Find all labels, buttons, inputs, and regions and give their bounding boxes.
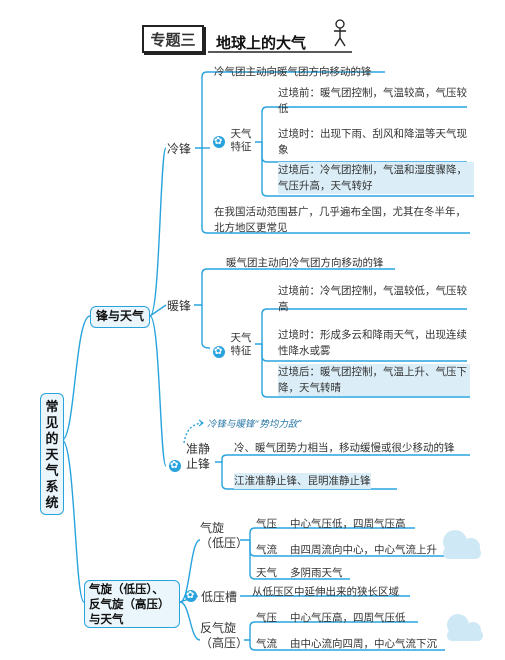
trough-label: 低压槽 bbox=[201, 590, 238, 604]
cold-front-feature-label: 天气 特征 bbox=[230, 128, 252, 153]
low-row-key: 天气 bbox=[256, 567, 277, 579]
stationary-front-definition: 冷、暖气团势力相当，移动缓慢或很少移动的锋 bbox=[234, 442, 455, 454]
star-icon: ✿ bbox=[214, 136, 223, 147]
stationary-front-label: 准静 止锋 bbox=[186, 442, 211, 471]
warm-front-before: 过境前：冷气团控制，气温较低，气压较高 bbox=[278, 285, 467, 313]
star-icon: ✿ bbox=[214, 346, 223, 357]
warm-front-after: 过境后：暖气团控制，气温上升、气压下降，天气转晴 bbox=[278, 364, 470, 396]
cold-front-before: 过境前：暖气团控制，气温较高，气压较低 bbox=[278, 87, 467, 115]
low-row-value: 由四周流向中心，中心气流上升 bbox=[290, 544, 437, 556]
warm-front-during: 过境时：形成多云和降雨天气，出现连续性降水或雾 bbox=[278, 329, 467, 357]
cold-front-definition: 冷气团主动向暖气团方向移动的锋 bbox=[214, 66, 372, 78]
trough-definition: 从低压区中延伸出来的狭长区域 bbox=[252, 586, 399, 598]
cold-front-during: 过境时：出现下雨、刮风和降温等天气现象 bbox=[278, 128, 467, 156]
stationary-front-example: 江淮准静止锋、昆明准静止锋 bbox=[234, 473, 371, 489]
star-icon: ✿ bbox=[170, 460, 179, 471]
low-row-key: 气流 bbox=[256, 544, 277, 556]
cyclone-label: 气旋（低压）、 反气旋（高压） 与天气 bbox=[89, 582, 170, 626]
cold-front-after: 过境后：冷气团控制，气温和湿度骤降，气压升高，天气转好 bbox=[278, 162, 474, 194]
mascot-icon bbox=[334, 19, 346, 47]
low-row-value: 中心气压低，四周气压高 bbox=[290, 518, 406, 530]
warm-front-label: 暖锋 bbox=[167, 299, 192, 313]
high-row-value: 由中心流向四周，中心气流下沉 bbox=[290, 638, 437, 650]
low-pressure-label: 气旋 （低压） bbox=[200, 521, 249, 550]
high-row-value: 中心气压高，四周气压低 bbox=[290, 612, 406, 624]
low-row-key: 气压 bbox=[256, 518, 277, 530]
front-label: 锋与天气 bbox=[95, 309, 144, 323]
cold-front-label: 冷锋 bbox=[167, 142, 192, 156]
topic-badge: 专题三 bbox=[142, 25, 204, 53]
warm-front-feature-label: 天气 特征 bbox=[230, 332, 252, 357]
page-title: 地球上的大气 bbox=[216, 34, 307, 52]
stationary-front-note: 冷锋与暖锋“势均力敌” bbox=[207, 419, 303, 430]
warm-front-definition: 暖气团主动向冷气团方向移动的锋 bbox=[226, 257, 384, 269]
star-icon: ✿ bbox=[186, 590, 195, 601]
high-pressure-label: 反气旋 （高压） bbox=[200, 621, 249, 650]
cyclone-node: 气旋（低压）、 反气旋（高压） 与天气 bbox=[84, 580, 180, 628]
cold-front-range: 在我国活动范围甚广，几乎遍布全国，尤其在冬半年，北方地区更常见 bbox=[214, 206, 466, 234]
low-row-value: 多阴雨天气 bbox=[290, 567, 343, 579]
front-node: 锋与天气 bbox=[90, 306, 150, 328]
high-row-key: 气压 bbox=[256, 612, 277, 624]
high-row-key: 气流 bbox=[256, 638, 277, 650]
root-label: 常见的天气系统 bbox=[45, 400, 59, 511]
root-node: 常见的天气系统 bbox=[40, 393, 64, 515]
